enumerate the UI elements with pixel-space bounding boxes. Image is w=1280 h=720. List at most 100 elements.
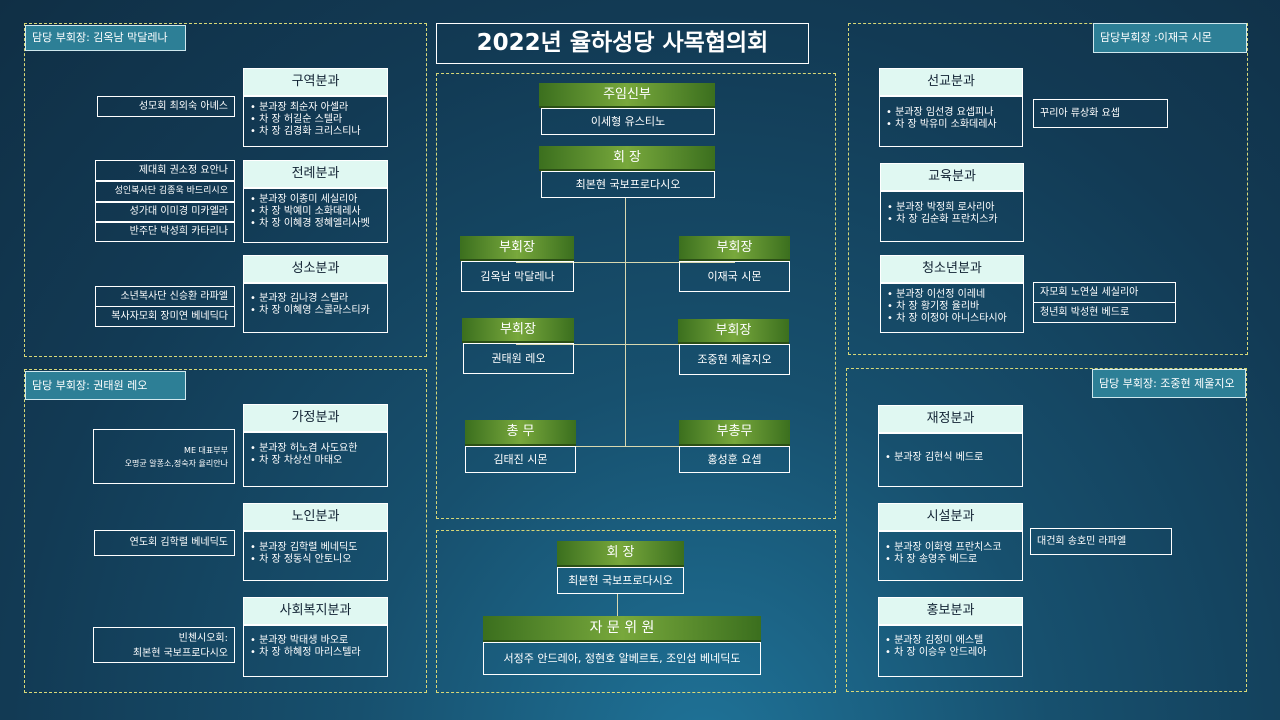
member: • 차 장 이혜영 스콜라스티카 xyxy=(250,305,370,316)
member: • 분과장 이종미 세실리아 xyxy=(250,194,358,205)
division-header: 시설분과 xyxy=(878,503,1023,531)
vice-secretary-role: 부총무 xyxy=(679,420,790,446)
secretary-name: 김태진 시몬 xyxy=(465,446,576,473)
division-members: • 분과장 허노겸 사도요한 • 차 장 차상선 마태오 xyxy=(243,432,388,487)
division-members: • 분과장 박태생 바오로 • 차 장 하혜정 마리스텔라 xyxy=(243,625,388,677)
side-group: 자모회 노연실 세실리아 xyxy=(1033,282,1176,303)
division-members: • 분과장 김나경 스텔라 • 차 장 이혜영 스콜라스티카 xyxy=(243,283,388,333)
division-header: 전례분과 xyxy=(243,160,388,188)
division-header: 청소년분과 xyxy=(880,255,1024,283)
division-header: 재정분과 xyxy=(878,405,1023,433)
vp-tag-bottom-right: 담당 부회장: 조중현 제울지오 xyxy=(1092,369,1246,398)
side-line: 오명균 알퐁소,정숙자 율리안나 xyxy=(124,459,228,468)
page-title: 2022년 율하성당 사목협의회 xyxy=(436,23,809,64)
panel-top-right xyxy=(848,23,1248,355)
division-header: 가정분과 xyxy=(243,404,388,432)
side-line: 최본현 국보프로다시오 xyxy=(132,648,228,659)
pastor-role: 주임신부 xyxy=(539,83,715,108)
member: • 분과장 허노겸 사도요한 xyxy=(250,443,358,454)
member: • 차 장 이승우 안드레아 xyxy=(885,647,987,658)
member: • 차 장 박유미 소화데레사 xyxy=(886,119,997,130)
member: • 분과장 김나경 스텔라 xyxy=(250,293,349,304)
member: • 분과장 이선정 이레네 xyxy=(887,289,986,300)
side-group: 제대회 권소정 요안나 xyxy=(95,160,235,181)
division-header: 선교분과 xyxy=(879,68,1023,96)
member: • 차 장 차상선 마태오 xyxy=(250,455,343,466)
secretary-role: 총 무 xyxy=(465,420,576,446)
side-group: 성모회 최외숙 아녜스 xyxy=(97,96,235,117)
panel-advisory xyxy=(436,530,836,693)
division-header: 홍보분과 xyxy=(878,597,1023,625)
member: • 차 장 송영주 베드로 xyxy=(885,554,978,565)
vp-role: 부회장 xyxy=(460,236,574,261)
vp-name: 이재국 시몬 xyxy=(679,261,790,292)
member: • 차 장 허길순 스텔라 xyxy=(250,114,343,125)
vp-role: 부회장 xyxy=(678,319,789,344)
vp-tag-top-right: 담당부회장 :이재국 시몬 xyxy=(1093,23,1247,53)
side-group: 성인복사단 김종욱 바드리시오 xyxy=(95,181,235,202)
side-line: 빈첸시오회: xyxy=(178,633,228,644)
panel-center xyxy=(436,73,836,519)
division-header: 성소분과 xyxy=(243,255,388,283)
connector-line xyxy=(516,262,735,263)
side-group: ME 대표부부 오명균 알퐁소,정숙자 율리안나 xyxy=(93,429,235,484)
division-members: • 분과장 최순자 아셀라 • 차 장 허길순 스텔라 • 차 장 김경화 크리… xyxy=(243,96,388,147)
advisors-names: 서정주 안드레아, 정현호 알베르토, 조인섭 베네딕도 xyxy=(483,642,761,675)
advisors-role: 자 문 위 원 xyxy=(483,616,761,642)
division-members: • 분과장 이화영 프란치스코 • 차 장 송영주 베드로 xyxy=(878,531,1023,581)
division-members: • 분과장 김현식 베드로 xyxy=(878,433,1023,487)
side-group: 빈첸시오회: 최본현 국보프로다시오 xyxy=(93,627,235,663)
division-members: • 분과장 김학렬 베네딕도 • 차 장 정동식 안토니오 xyxy=(243,531,388,581)
division-header: 사회복지분과 xyxy=(243,597,388,625)
connector-line xyxy=(617,594,618,616)
president-name: 최본현 국보프로다시오 xyxy=(541,171,715,198)
member: • 분과장 박태생 바오로 xyxy=(250,635,349,646)
side-group: 대건회 송호민 라파엘 xyxy=(1030,528,1172,555)
side-group: 복사자모회 장미연 베네딕다 xyxy=(95,306,235,327)
advisory-president-role: 회 장 xyxy=(557,541,684,567)
division-members: • 분과장 이종미 세실리아 • 차 장 박예미 소화데레사 • 차 장 이혜경… xyxy=(243,188,388,243)
vp-name: 조중현 제울지오 xyxy=(679,344,790,375)
side-group: 소년복사단 신승환 라파엘 xyxy=(95,286,235,307)
division-header: 노인분과 xyxy=(243,503,388,531)
vp-name: 권태원 레오 xyxy=(463,343,574,374)
division-members: • 분과장 임선경 요셉피나 • 차 장 박유미 소화데레사 xyxy=(879,96,1023,147)
pastor-name: 이세형 유스티노 xyxy=(541,108,715,135)
president-role: 회 장 xyxy=(539,146,715,171)
member: • 차 장 이정아 아니스타시아 xyxy=(887,313,1007,324)
member: • 분과장 박정희 로사리아 xyxy=(887,202,995,213)
side-group: 반주단 박성희 카타리나 xyxy=(95,222,235,242)
panel-top-left xyxy=(24,23,427,357)
connector-line xyxy=(625,198,626,446)
division-members: • 분과장 김정미 에스텔 • 차 장 이승우 안드레아 xyxy=(878,625,1023,677)
vp-tag-top-left: 담당 부회장: 김옥남 막달레나 xyxy=(25,25,186,51)
connector-line xyxy=(520,446,734,447)
side-line: ME 대표부부 xyxy=(184,446,228,455)
division-header: 교육분과 xyxy=(880,163,1024,191)
advisory-president-name: 최본현 국보프로다시오 xyxy=(557,567,684,594)
member: • 차 장 박예미 소화데레사 xyxy=(250,206,361,217)
connector-line xyxy=(516,344,735,345)
vp-role: 부회장 xyxy=(462,318,574,343)
vice-secretary-name: 홍성훈 요셉 xyxy=(679,446,790,473)
vp-name: 김옥남 막달레나 xyxy=(461,261,574,292)
side-group: 성가대 이미경 미카엘라 xyxy=(95,202,235,222)
side-group: 청년회 박성현 베드로 xyxy=(1033,302,1176,323)
panel-bottom-right xyxy=(846,368,1247,692)
division-members: • 분과장 이선정 이레네 • 차 장 황기정 율리바 • 차 장 이정아 아니… xyxy=(880,283,1024,333)
side-group: 꾸리아 류상화 요셉 xyxy=(1033,99,1168,128)
member: • 차 장 이혜경 정혜엘리사벳 xyxy=(250,218,370,229)
member: • 분과장 김정미 에스텔 xyxy=(885,635,984,646)
member: • 분과장 김현식 베드로 xyxy=(885,452,984,463)
division-header: 구역분과 xyxy=(243,68,388,96)
member: • 차 장 김순화 프란치스카 xyxy=(887,214,998,225)
member: • 분과장 최순자 아셀라 xyxy=(250,102,349,113)
member: • 차 장 정동식 안토니오 xyxy=(250,554,352,565)
member: • 차 장 하혜정 마리스텔라 xyxy=(250,647,361,658)
member: • 분과장 이화영 프란치스코 xyxy=(885,542,1002,553)
panel-bottom-left xyxy=(24,369,427,693)
member: • 분과장 임선경 요셉피나 xyxy=(886,107,994,118)
member: • 차 장 김경화 크리스티나 xyxy=(250,126,361,137)
member: • 분과장 김학렬 베네딕도 xyxy=(250,542,358,553)
vp-role: 부회장 xyxy=(679,236,790,261)
